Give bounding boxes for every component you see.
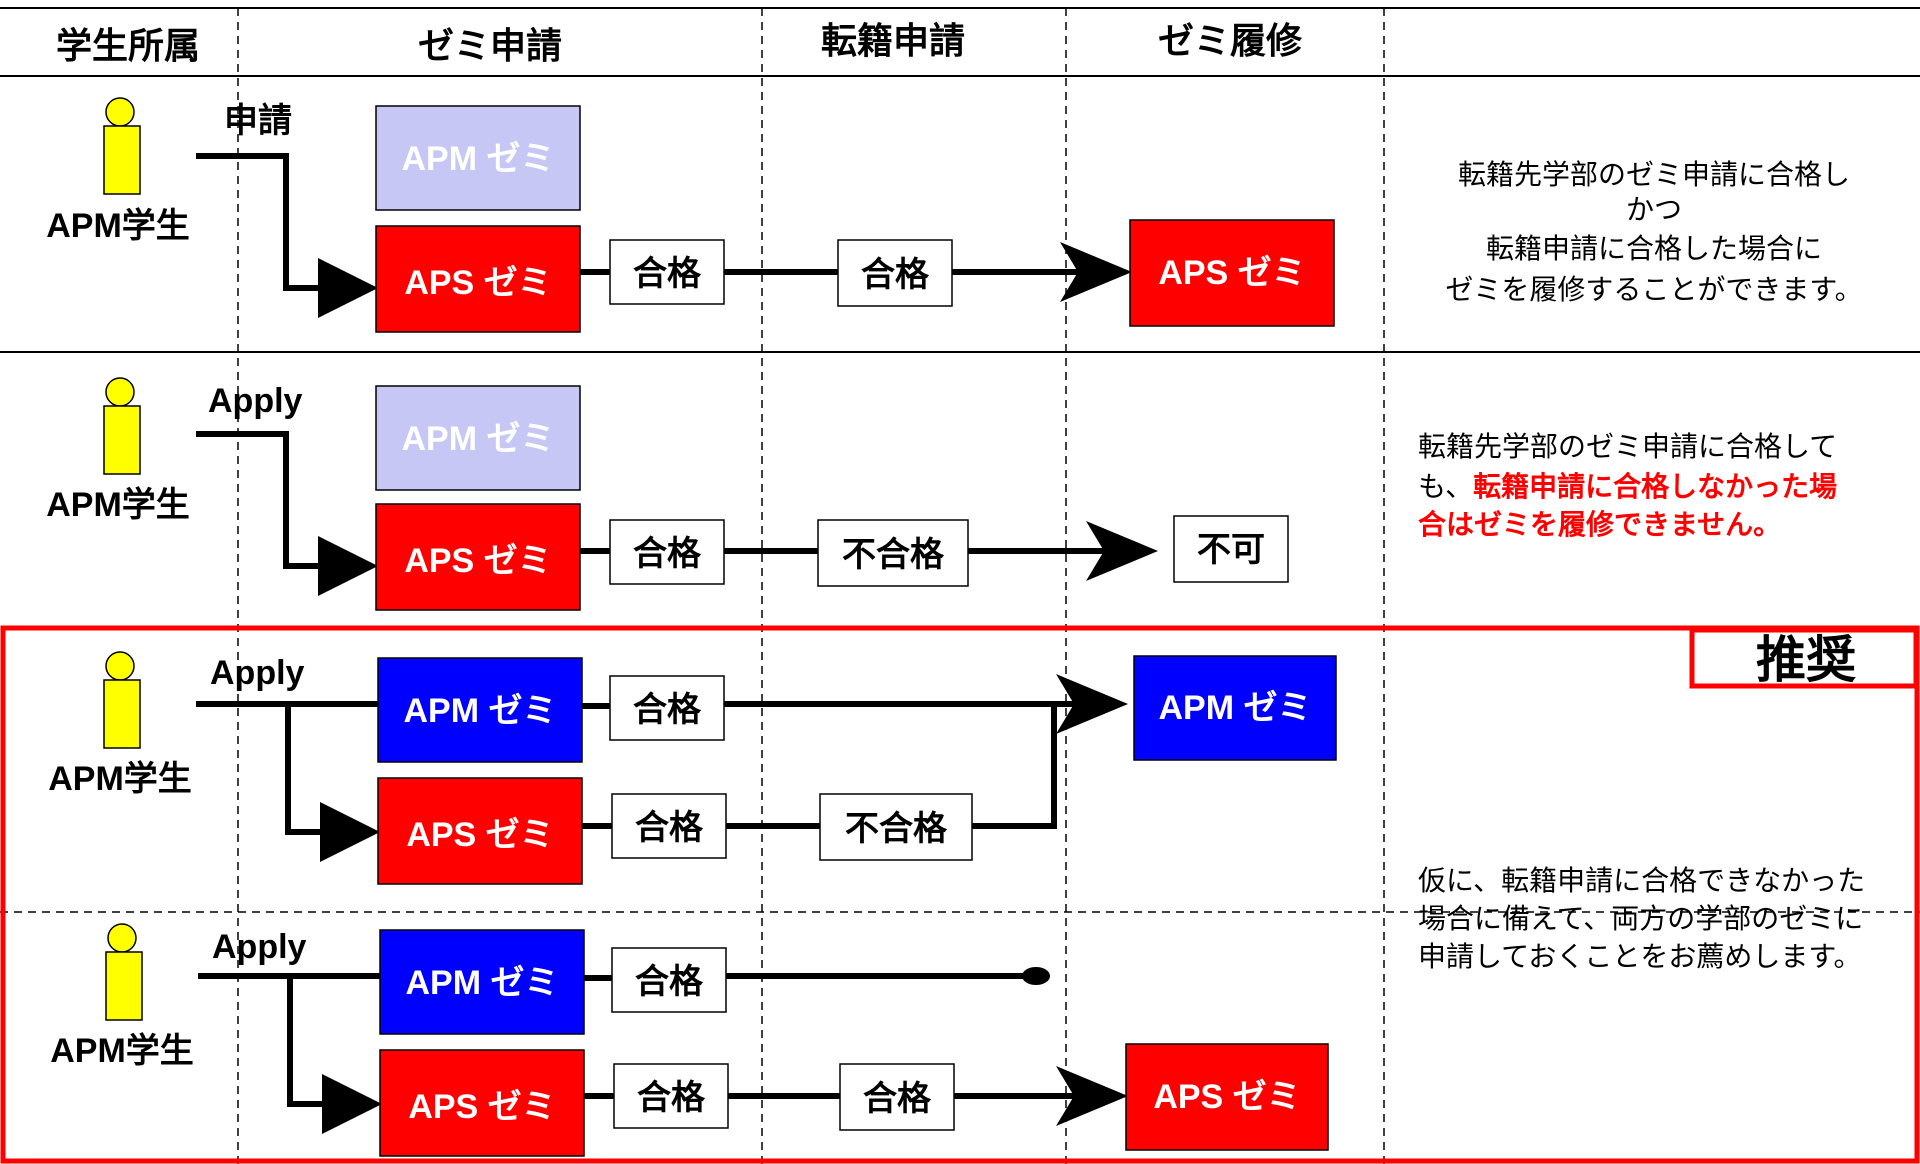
apm-seminar-box bbox=[375, 105, 581, 211]
apply-label: Apply bbox=[208, 382, 303, 420]
aps-seminar-label: APS ゼミ bbox=[404, 542, 551, 580]
note-line: 転籍先学部のゼミ申請に合格して bbox=[1418, 431, 1837, 462]
note-line: も、転籍申請に合格しなかった場 bbox=[1418, 470, 1837, 502]
row-1: APM学生 申請 APM ゼミ APS ゼミ 合格 合格 APS ゼミ 転籍先学… bbox=[46, 97, 1863, 333]
outcome-not-allowed-box bbox=[1173, 515, 1289, 583]
transfer-fail-label: 不合格 bbox=[842, 536, 945, 574]
outcome-aps-box bbox=[1125, 1043, 1329, 1151]
pass-badge bbox=[611, 947, 727, 1013]
aps-seminar-label: APS ゼミ bbox=[406, 816, 553, 854]
aps-seminar-label: APS ゼミ bbox=[408, 1088, 555, 1126]
aps-seminar-box bbox=[379, 1049, 585, 1157]
aps-seminar-box bbox=[375, 503, 581, 611]
pass-badge-label: 合格 bbox=[635, 809, 704, 847]
apply-label: 申請 bbox=[224, 101, 292, 140]
pass-badge-label: 合格 bbox=[633, 691, 702, 729]
flow-line bbox=[287, 976, 382, 1134]
apm-seminar-label: APM ゼミ bbox=[402, 140, 555, 178]
pass-badge-label: 合格 bbox=[635, 963, 704, 1001]
outcome-apm-box bbox=[1133, 655, 1337, 761]
pass-badge bbox=[611, 793, 727, 859]
pass-badge bbox=[609, 519, 725, 585]
fallback-flow-line bbox=[972, 704, 1057, 829]
note-line: 申請しておくことをお薦めします。 bbox=[1418, 941, 1862, 972]
student-label: APM学生 bbox=[46, 485, 190, 524]
row-1-note: 転籍先学部のゼミ申請に合格し かつ 転籍申請に合格した場合に ゼミを履修すること… bbox=[1445, 159, 1862, 305]
outcome-aps-label: APS ゼミ bbox=[1153, 1078, 1300, 1116]
transfer-fail-badge bbox=[817, 519, 969, 587]
recommended-frame bbox=[0, 625, 1920, 1164]
dead-end-dot bbox=[1022, 967, 1050, 985]
recommended-badge-frame bbox=[1689, 627, 1919, 689]
note-line: ゼミを履修することができます。 bbox=[1445, 274, 1862, 305]
apply-label: Apply bbox=[212, 928, 307, 966]
note-line: 転籍申請に合格した場合に bbox=[1486, 233, 1822, 264]
row-2-note: 転籍先学部のゼミ申請に合格して も、転籍申請に合格しなかった場 合はゼミを履修で… bbox=[1418, 431, 1837, 540]
student-figure bbox=[105, 923, 143, 1021]
outcome-aps-label: APS ゼミ bbox=[1158, 254, 1305, 292]
outcome-aps-box bbox=[1129, 219, 1335, 327]
apm-seminar-box bbox=[379, 929, 585, 1035]
transfer-pass-label: 合格 bbox=[861, 256, 930, 294]
apm-seminar-box bbox=[377, 657, 583, 763]
recommended-section: 推奨 仮に、転籍申請に合格できなかった 場合に備えて、両方の学部のゼミに 申請し… bbox=[0, 625, 1920, 1164]
aps-seminar-label: APS ゼミ bbox=[404, 264, 551, 302]
note-segment: も、 bbox=[1418, 471, 1473, 502]
flow-line bbox=[196, 153, 378, 318]
pass-badge-label: 合格 bbox=[637, 1079, 706, 1117]
student-label: APM学生 bbox=[48, 759, 192, 798]
note-emphasis-line: 合はゼミを履修できません。 bbox=[1418, 508, 1781, 540]
student-figure bbox=[103, 377, 141, 475]
note-emphasis: 転籍申請に合格しなかった場 bbox=[1473, 470, 1837, 502]
note-line: 仮に、転籍申請に合格できなかった bbox=[1418, 865, 1865, 896]
transfer-pass-badge bbox=[839, 1063, 955, 1131]
header-transfer-application: 転籍申請 bbox=[821, 20, 965, 61]
apply-label: Apply bbox=[210, 654, 305, 692]
row-4: APM学生 Apply APM ゼミ 合格 APS ゼミ 合格 合格 APS ゼ… bbox=[50, 923, 1329, 1157]
header-affiliation: 学生所属 bbox=[56, 25, 200, 66]
note-line: 場合に備えて、両方の学部のゼミに bbox=[1418, 903, 1863, 934]
flow-line bbox=[285, 704, 380, 862]
apm-seminar-box bbox=[375, 385, 581, 491]
transfer-fail-label: 不合格 bbox=[845, 810, 948, 848]
pass-badge-label: 合格 bbox=[633, 535, 702, 573]
transfer-pass-badge bbox=[837, 239, 953, 307]
student-label: APM学生 bbox=[50, 1031, 194, 1070]
outcome-apm-label: APM ゼミ bbox=[1159, 689, 1312, 727]
flow-line bbox=[196, 431, 378, 596]
pass-badge bbox=[609, 675, 725, 741]
transfer-fail-badge bbox=[819, 793, 973, 861]
header-seminar-enrollment: ゼミ履修 bbox=[1158, 20, 1303, 61]
student-figure bbox=[103, 97, 141, 195]
student-figure bbox=[103, 651, 141, 749]
aps-seminar-box bbox=[375, 225, 581, 333]
pass-badge bbox=[613, 1063, 729, 1129]
aps-seminar-box bbox=[377, 777, 583, 885]
note-line: 転籍先学部のゼミ申請に合格し bbox=[1458, 159, 1850, 190]
apm-seminar-label: APM ゼミ bbox=[402, 420, 555, 458]
grid-lines bbox=[0, 7, 1920, 1164]
recommended-badge: 推奨 bbox=[1756, 632, 1856, 688]
pass-badge-label: 合格 bbox=[633, 255, 702, 293]
row-3: APM学生 Apply APM ゼミ 合格 APM ゼミ APS ゼミ 合格 不… bbox=[48, 651, 1337, 885]
apm-seminar-label: APM ゼミ bbox=[404, 692, 557, 730]
row-2: APM学生 Apply APM ゼミ APS ゼミ 合格 不合格 不可 転籍先学… bbox=[46, 377, 1837, 611]
student-label: APM学生 bbox=[46, 206, 190, 245]
note-line: かつ bbox=[1626, 194, 1682, 225]
apm-seminar-label: APM ゼミ bbox=[406, 964, 559, 1002]
transfer-pass-label: 合格 bbox=[863, 1080, 932, 1118]
header-seminar-application: ゼミ申請 bbox=[418, 25, 562, 66]
outcome-not-allowed-label: 不可 bbox=[1197, 531, 1265, 569]
